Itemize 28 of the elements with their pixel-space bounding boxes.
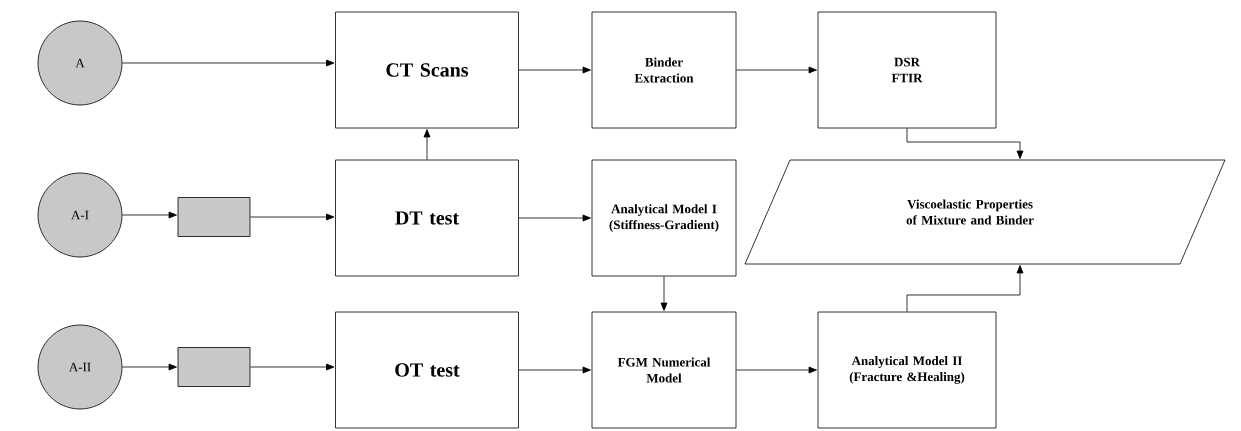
circle-node: A-II [37,324,123,410]
arrow [660,276,668,311]
arrow [736,66,817,74]
process-box: Binder Extraction [591,11,737,129]
circle-node: A [37,20,123,106]
circle-node: A-I [37,172,123,258]
arrow [906,128,1024,159]
process-box: OT test [335,311,519,429]
filled-box [177,347,251,387]
arrow [122,211,177,219]
arrow [906,265,1024,312]
arrow [518,214,591,222]
arrow [423,129,431,160]
process-box: CT Scans [335,11,519,129]
output-parallelogram: Viscoelastic Properties of Mixture and Binder [744,159,1226,265]
process-box: DT test [335,159,519,277]
process-box: DSR FTIR [817,11,997,129]
arrow [250,213,335,221]
arrow [250,363,335,371]
arrow [122,59,335,67]
arrow [518,366,591,374]
filled-box [177,197,251,237]
process-box: Analytical Model I (Stiffness-Gradient) [591,159,737,277]
arrow [122,363,177,371]
arrow [736,366,817,374]
arrow [518,66,591,74]
process-box: Analytical Model II (Fracture &Healing) [817,311,997,429]
process-box: FGM Numerical Model [591,311,737,429]
